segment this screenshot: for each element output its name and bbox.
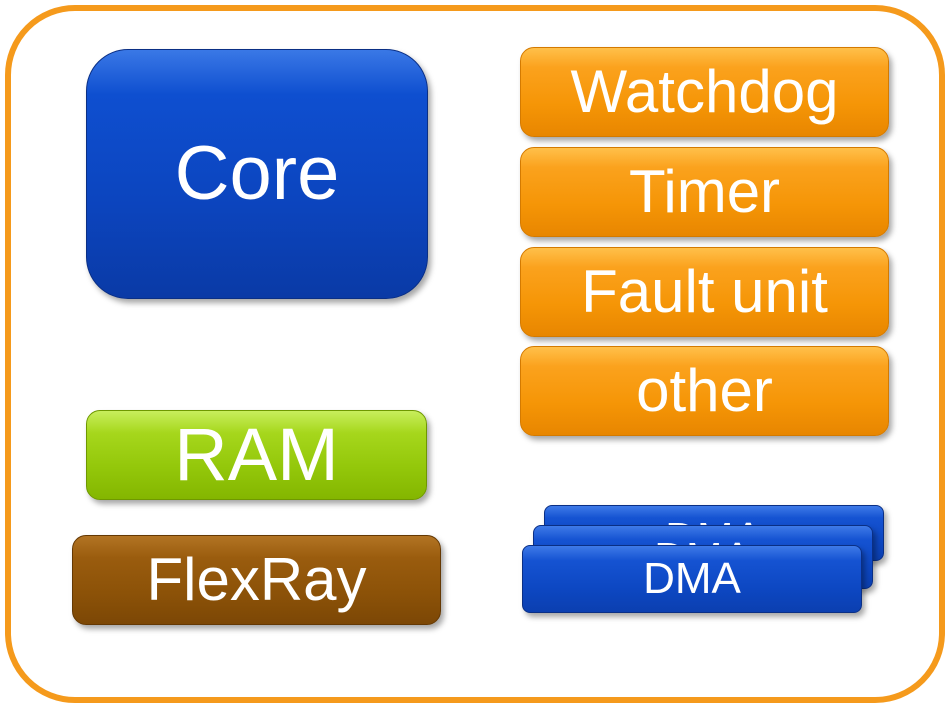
- dma-block-front: DMA: [522, 545, 862, 613]
- timer-label: Timer: [628, 158, 781, 225]
- other-label: other: [636, 357, 773, 424]
- ram-label: RAM: [174, 413, 339, 496]
- dma-label-front: DMA: [643, 554, 741, 603]
- flexray-block: FlexRay: [72, 535, 441, 625]
- timer-block: Timer: [520, 147, 889, 237]
- watchdog-label: Watchdog: [570, 58, 839, 125]
- other-block: other: [520, 346, 889, 436]
- watchdog-block: Watchdog: [520, 47, 889, 137]
- core-block: Core: [86, 49, 428, 299]
- ram-block: RAM: [86, 410, 427, 500]
- core-label: Core: [174, 131, 340, 216]
- fault-unit-block: Fault unit: [520, 247, 889, 337]
- fault-unit-label: Fault unit: [581, 258, 828, 325]
- flexray-label: FlexRay: [146, 546, 367, 613]
